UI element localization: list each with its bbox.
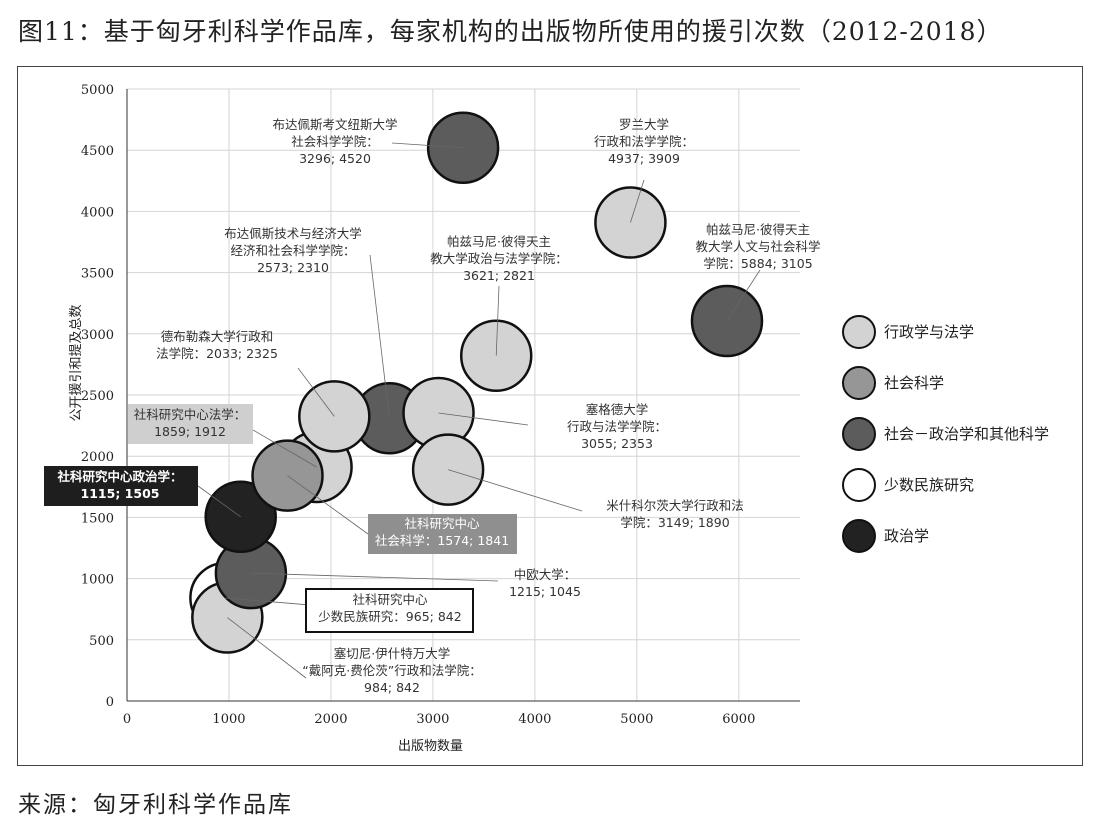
data-label: 塞格德大学 <box>586 402 649 417</box>
data-label: 帕兹马尼·彼得天主 <box>706 222 810 237</box>
data-label: 行政和法学学院： <box>594 134 694 149</box>
data-label: 984; 842 <box>364 680 420 695</box>
data-label: 1115; 1505 <box>81 486 160 501</box>
leader-line <box>252 429 317 468</box>
legend-swatch-admin <box>842 315 876 349</box>
leader-line <box>726 269 761 322</box>
y-tick-label: 3000 <box>81 328 114 343</box>
data-label: 3055; 2353 <box>581 436 653 451</box>
leader-line <box>227 617 307 679</box>
data-label: 社科研究中心 <box>404 516 480 531</box>
data-label: 德布勒森大学行政和 <box>161 329 274 344</box>
data-label: 1215; 1045 <box>509 584 581 599</box>
x-tick-label: 5000 <box>620 712 653 727</box>
x-tick-label: 1000 <box>212 712 245 727</box>
y-tick-label: 4500 <box>81 144 114 159</box>
data-label: 2573; 2310 <box>257 260 329 275</box>
leader-line <box>630 179 645 223</box>
data-label: 3296; 4520 <box>299 151 371 166</box>
x-tick-label: 3000 <box>416 712 449 727</box>
leader-line <box>438 412 529 426</box>
data-label: 行政与法学学院： <box>567 419 667 434</box>
data-label: 社科研究中心法学： <box>134 407 247 422</box>
data-label: 教大学政治与法学学院： <box>430 251 568 266</box>
x-tick-label: 0 <box>123 712 131 727</box>
y-tick-label: 2500 <box>81 389 114 404</box>
data-label: 1859; 1912 <box>154 424 226 439</box>
y-tick-label: 5000 <box>81 83 114 98</box>
x-tick-label: 6000 <box>722 712 755 727</box>
y-tick-label: 0 <box>106 695 114 710</box>
leader-line <box>369 254 390 419</box>
y-tick-label: 500 <box>89 634 114 649</box>
data-label: 4937; 3909 <box>608 151 680 166</box>
leader-line <box>197 485 241 518</box>
chart-frame <box>17 66 1083 766</box>
data-label: 中欧大学： <box>514 567 577 582</box>
data-label: “戴阿克·费伦茨”行政和法学院： <box>302 663 481 678</box>
legend-label: 少数民族研究 <box>884 476 974 494</box>
data-label: 社会科学：1574; 1841 <box>375 533 509 548</box>
leader-line <box>391 142 464 149</box>
data-label: 少数民族研究：965; 842 <box>318 609 461 624</box>
data-label: 布达佩斯考文纽斯大学 <box>272 117 397 132</box>
data-label: 社科研究中心政治学： <box>56 469 182 484</box>
data-label: 布达佩斯技术与经济大学 <box>224 226 362 241</box>
legend-label: 社会－政治学和其他科学 <box>884 425 1049 443</box>
legend-swatch-social <box>842 366 876 400</box>
leader-line <box>297 367 335 417</box>
data-label: 学院：3149; 1890 <box>620 515 729 530</box>
y-axis-label: 公开援引和提及总数 <box>68 304 84 421</box>
label-box <box>305 588 474 633</box>
y-tick-label: 1000 <box>81 573 114 588</box>
data-label: 米什科尔茨大学行政和法 <box>606 498 744 513</box>
label-box <box>368 514 517 554</box>
data-label: 社会科学学院： <box>291 134 379 149</box>
data-label: 法学院：2033; 2325 <box>156 346 278 361</box>
figure-source: 来源：匈牙利科学作品库 <box>18 792 293 818</box>
legend-label: 政治学 <box>884 527 929 545</box>
legend-label: 行政学与法学 <box>884 323 974 341</box>
label-box <box>128 404 253 444</box>
figure-title: 图11：基于匈牙利科学作品库，每家机构的出版物所使用的援引次数（2012-201… <box>18 17 1003 46</box>
data-label: 教大学人文与社会科学 <box>695 239 820 254</box>
data-label: 罗兰大学 <box>619 117 669 132</box>
leader-line <box>495 285 500 356</box>
leader-line <box>250 572 499 582</box>
y-tick-label: 2000 <box>81 450 114 465</box>
legend-label: 社会科学 <box>884 374 944 392</box>
data-label: 学院：5884; 3105 <box>703 256 812 271</box>
data-label: 社科研究中心 <box>352 592 428 607</box>
y-tick-label: 1500 <box>81 511 114 526</box>
data-label: 经济和社会科学学院： <box>230 243 355 258</box>
legend-swatch-politics <box>842 519 876 553</box>
label-box <box>44 466 198 506</box>
y-tick-label: 3500 <box>81 267 114 282</box>
x-axis-label: 出版物数量 <box>398 739 463 754</box>
data-label: 帕兹马尼·彼得天主 <box>447 234 551 249</box>
data-label: 塞切尼·伊什特万大学 <box>334 646 450 661</box>
x-tick-label: 4000 <box>518 712 551 727</box>
leader-line <box>447 469 583 512</box>
legend-swatch-sociopol <box>842 417 876 451</box>
leader-line <box>287 475 369 535</box>
y-tick-label: 4000 <box>81 205 114 220</box>
x-tick-label: 2000 <box>314 712 347 727</box>
legend-swatch-minority <box>842 468 876 502</box>
data-label: 3621; 2821 <box>463 268 535 283</box>
